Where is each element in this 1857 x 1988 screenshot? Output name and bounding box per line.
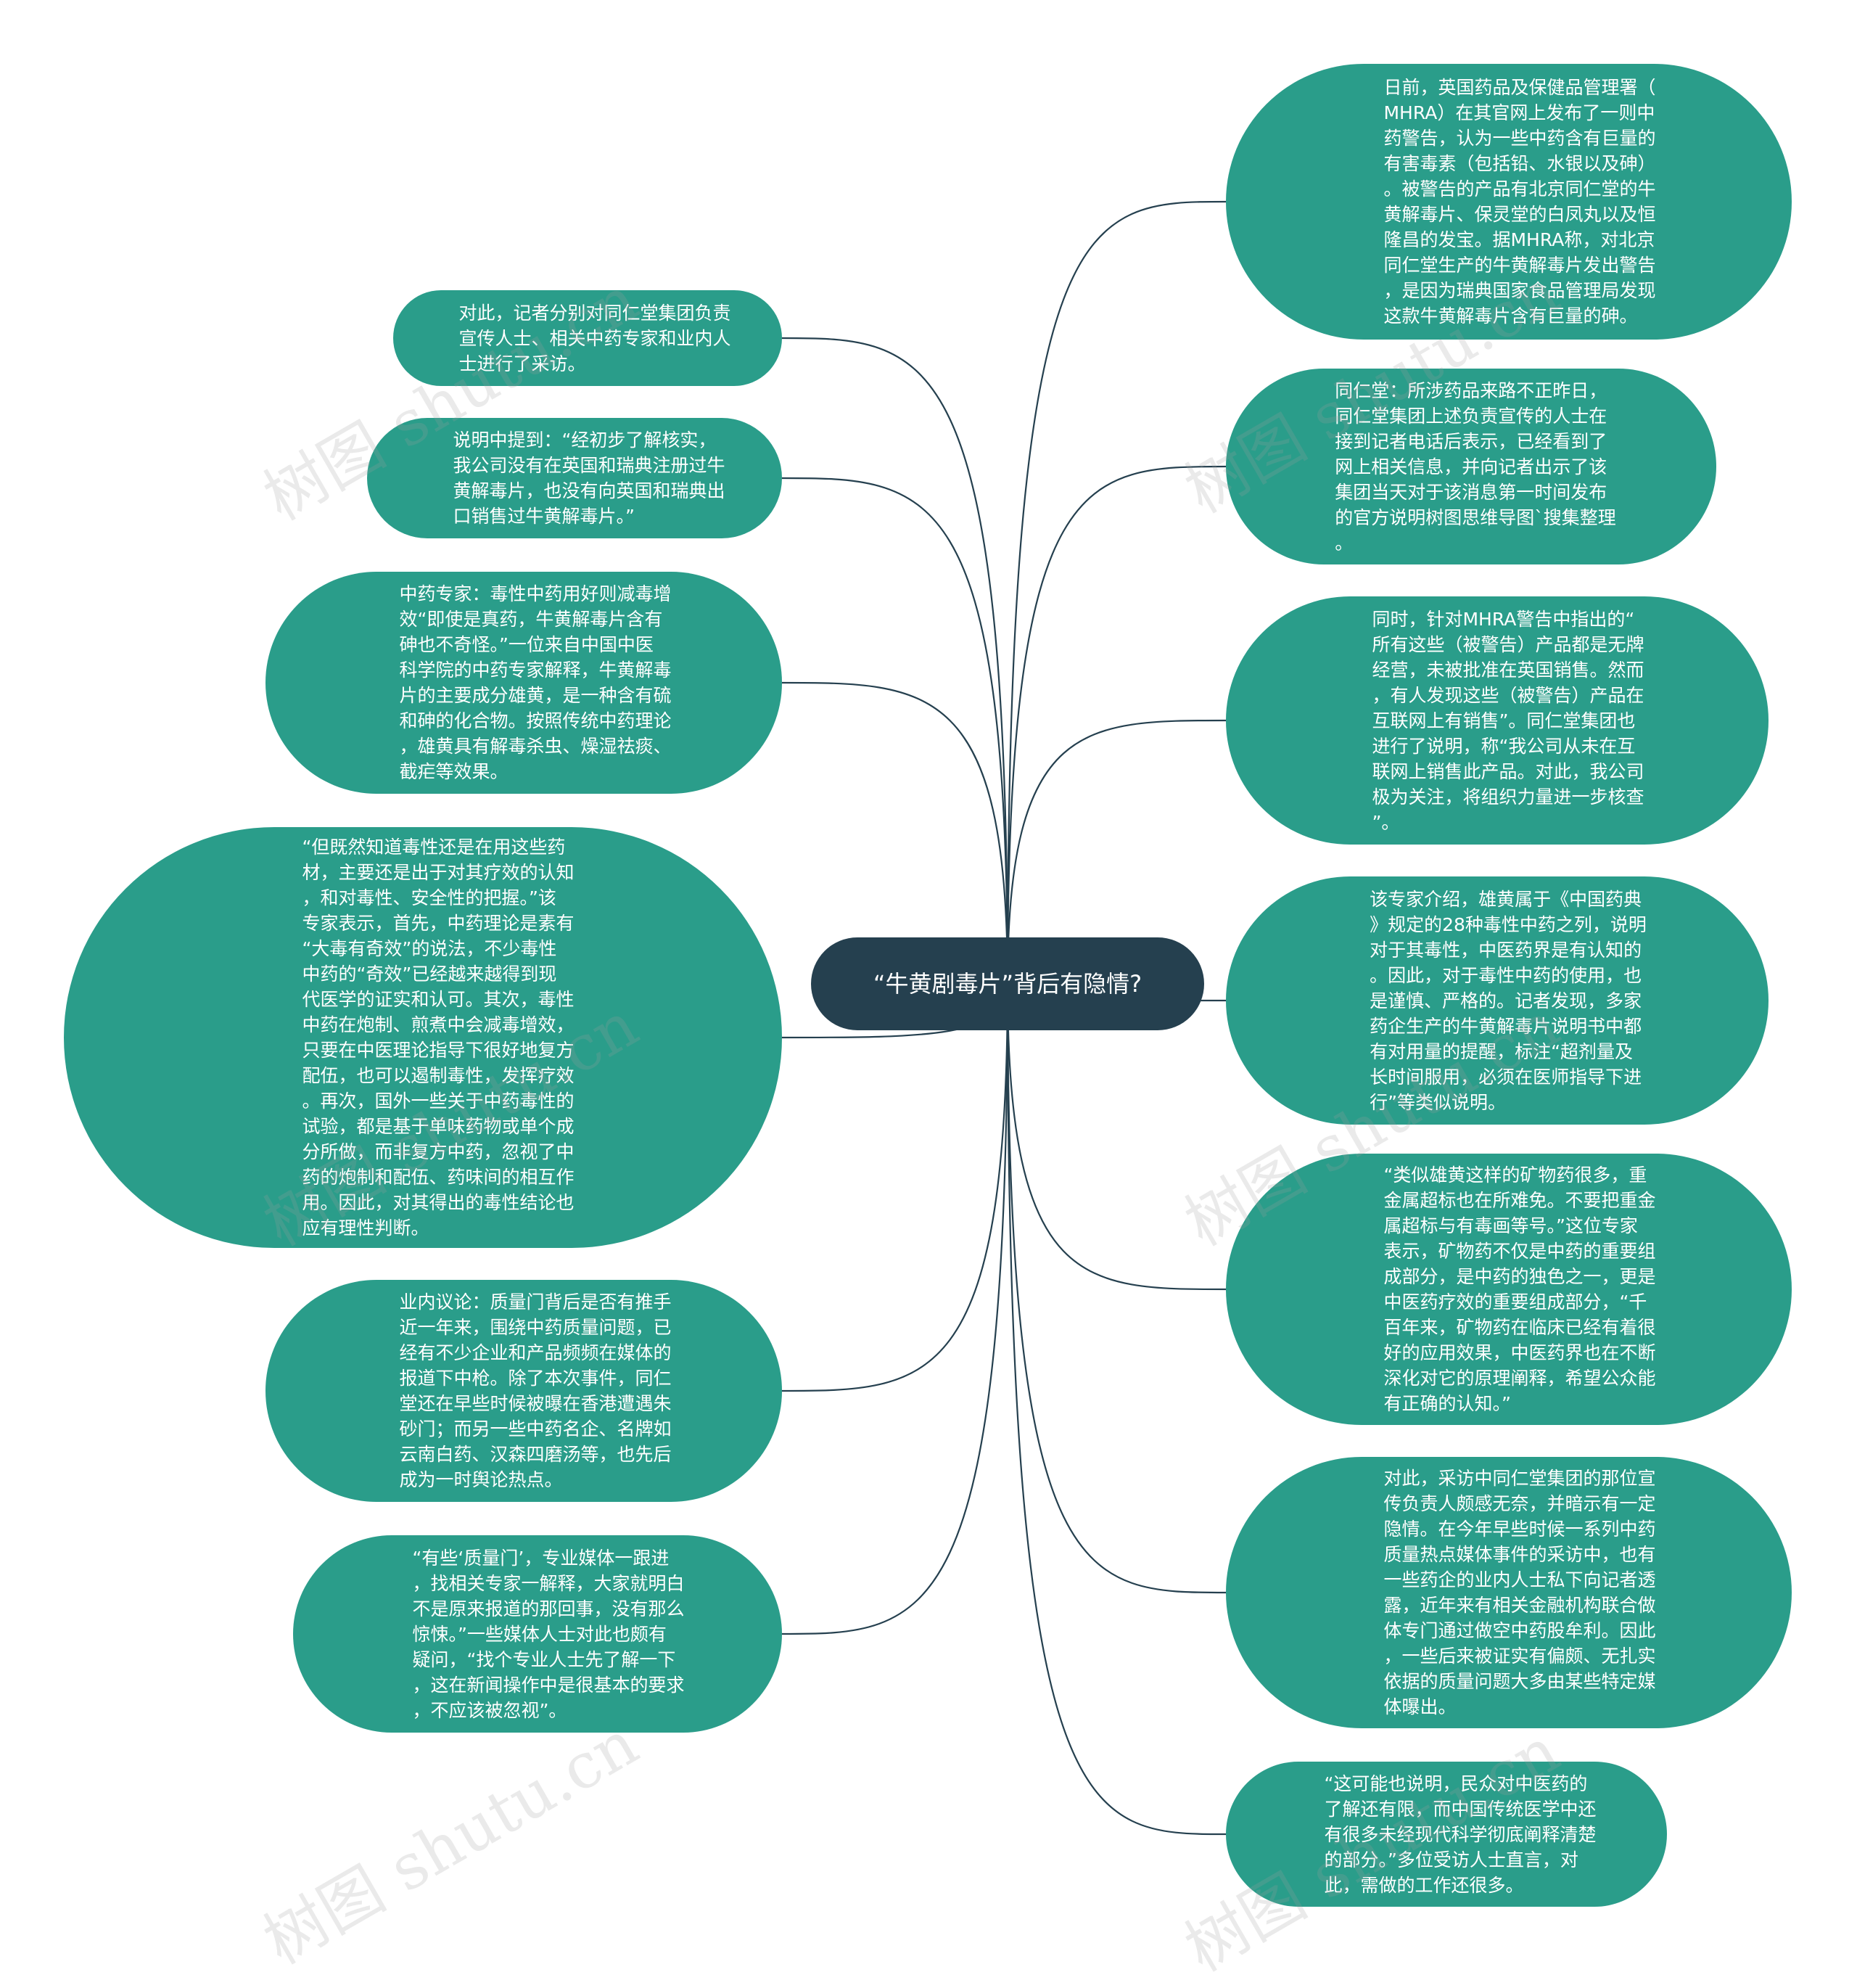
- node-l2[interactable]: 说明中提到：“经初步了解核实， 我公司没有在英国和瑞典注册过牛 黄解毒片，也没有…: [367, 418, 782, 538]
- node-r7[interactable]: “这可能也说明，民众对中医药的 了解还有限，而中国传统医学中还 有很多未经现代科…: [1226, 1762, 1667, 1907]
- node-r7-text: “这可能也说明，民众对中医药的 了解还有限，而中国传统医学中还 有很多未经现代科…: [1324, 1773, 1597, 1896]
- connector-node-l5: [781, 983, 1009, 1392]
- node-r3[interactable]: 同时，针对MHRA警告中指出的“ 所有这些（被警告）产品都是无牌 经营，未被批准…: [1226, 596, 1769, 845]
- connector-node-r2: [1006, 465, 1227, 985]
- connector-node-l1: [781, 337, 1009, 985]
- node-r1-text: 日前，英国药品及保健品管理署（ MHRA）在其官网上发布了一则中 药警告，认为一…: [1383, 77, 1656, 326]
- node-l3[interactable]: 中药专家：毒性中药用好则减毒增 效“即使是真药，牛黄解毒片含有 砷也不奇怪。”一…: [265, 572, 782, 794]
- connector-node-r5: [1006, 983, 1227, 1291]
- node-r4-text: 该专家介绍，雄黄属于《中国药典 》规定的28种毒性中药之列，说明 对于其毒性，中…: [1370, 888, 1647, 1113]
- node-l6[interactable]: “有些‘质量门’，专业媒体一跟进 ，找相关专家一解释，大家就明白 不是原来报道的…: [293, 1535, 782, 1733]
- connector-node-l3: [781, 681, 1009, 985]
- node-l4[interactable]: “但既然知道毒性还是在用这些药 材，主要还是出于对其疗效的认知 ，和对毒性、安全…: [64, 827, 782, 1248]
- node-r6[interactable]: 对此，采访中同仁堂集团的那位宣 传负责人颇感无奈，并暗示有一定 隐情。在今年早些…: [1226, 1457, 1792, 1728]
- central-topic-text: “牛黄剧毒片”背后有隐情?: [873, 970, 1142, 998]
- connector-node-r6: [1006, 983, 1227, 1594]
- node-r1[interactable]: 日前，英国药品及保健品管理署（ MHRA）在其官网上发布了一则中 药警告，认为一…: [1226, 64, 1792, 340]
- node-l5[interactable]: 业内议论：质量门背后是否有推手 近一年来，围绕中药质量问题，已 经有不少企业和产…: [265, 1280, 782, 1502]
- node-l3-text: 中药专家：毒性中药用好则减毒增 效“即使是真药，牛黄解毒片含有 砷也不奇怪。”一…: [399, 583, 672, 782]
- node-l6-text: “有些‘质量门’，专业媒体一跟进 ，找相关专家一解释，大家就明白 不是原来报道的…: [412, 1547, 685, 1721]
- node-r2-text: 同仁堂：所涉药品来路不正昨日， 同仁堂集团上述负责宣传的人士在 接到记者电话后表…: [1335, 379, 1616, 554]
- central-topic[interactable]: “牛黄剧毒片”背后有隐情?: [811, 937, 1204, 1030]
- node-r2[interactable]: 同仁堂：所涉药品来路不正昨日， 同仁堂集团上述负责宣传的人士在 接到记者电话后表…: [1226, 369, 1716, 564]
- node-l2-text: 说明中提到：“经初步了解核实， 我公司没有在英国和瑞典注册过牛 黄解毒片，也没有…: [453, 430, 725, 527]
- node-r5[interactable]: “类似雄黄这样的矿物药很多，重 金属超标也在所难免。不要把重金 属超标与有毒画等…: [1226, 1154, 1792, 1425]
- connector-node-r7: [1006, 983, 1227, 1836]
- connector-node-r1: [1006, 200, 1227, 985]
- node-r4[interactable]: 该专家介绍，雄黄属于《中国药典 》规定的28种毒性中药之列，说明 对于其毒性，中…: [1226, 876, 1769, 1125]
- node-l4-text: “但既然知道毒性还是在用这些药 材，主要还是出于对其疗效的认知 ，和对毒性、安全…: [302, 837, 575, 1239]
- node-l1[interactable]: 对此，记者分别对同仁堂集团负责 宣传人士、相关中药专家和业内人 士进行了采访。: [393, 290, 782, 386]
- node-r3-text: 同时，针对MHRA警告中指出的“ 所有这些（被警告）产品都是无牌 经营，未被批准…: [1372, 608, 1644, 833]
- node-r6-text: 对此，采访中同仁堂集团的那位宣 传负责人颇感无奈，并暗示有一定 隐情。在今年早些…: [1383, 1468, 1656, 1717]
- node-l1-text: 对此，记者分别对同仁堂集团负责 宣传人士、相关中药专家和业内人 士进行了采访。: [458, 302, 731, 374]
- connector-node-r3: [1006, 719, 1227, 985]
- node-r5-text: “类似雄黄这样的矿物药很多，重 金属超标也在所难免。不要把重金 属超标与有毒画等…: [1383, 1165, 1656, 1414]
- node-l5-text: 业内议论：质量门背后是否有推手 近一年来，围绕中药质量问题，已 经有不少企业和产…: [399, 1291, 672, 1490]
- connector-node-l6: [781, 983, 1009, 1635]
- connector-node-l2: [781, 477, 1009, 985]
